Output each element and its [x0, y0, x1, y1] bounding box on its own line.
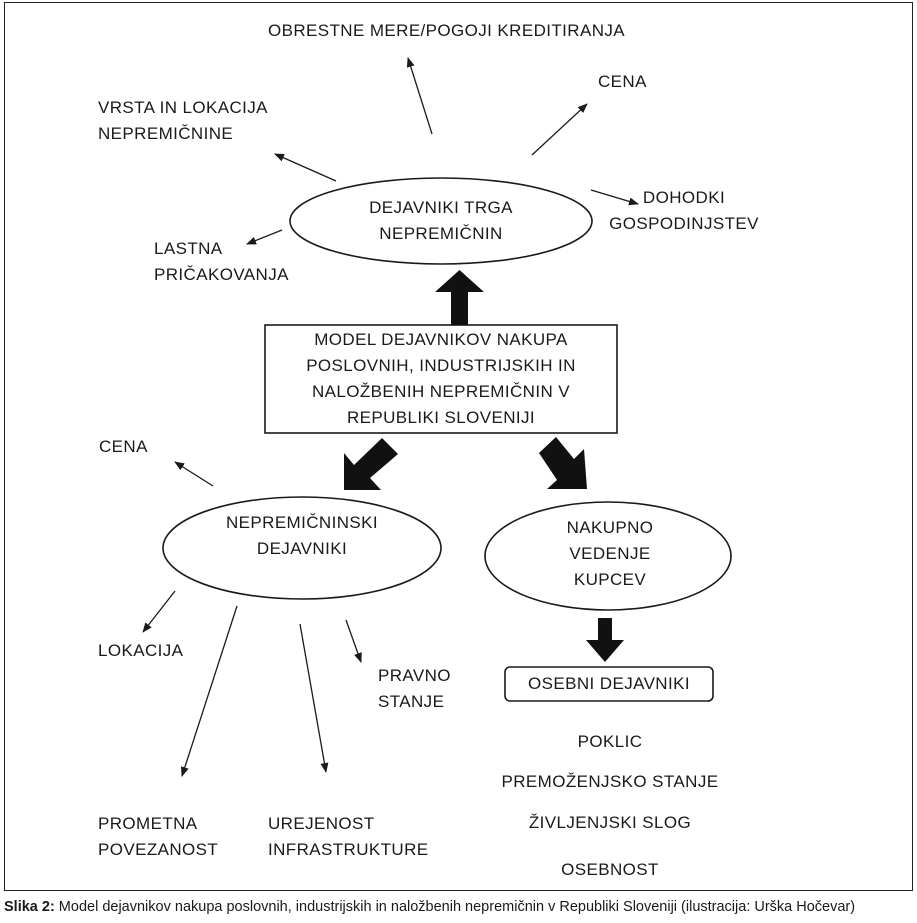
location-label: LOKACIJA: [98, 641, 184, 660]
wealth-label: PREMOŽENJSKO STANJE: [501, 772, 719, 791]
arrow-to-interest: [406, 57, 433, 135]
down-left-block-arrow: [344, 438, 398, 490]
up-block-arrow: [435, 270, 484, 325]
market-factors-ellipse: [289, 177, 593, 265]
arrow-to-location: [142, 590, 176, 633]
infrastructure-label: UREJENOST INFRASTRUKTURE: [268, 811, 429, 863]
down-personal-block-arrow: [586, 618, 624, 662]
infrastructure-line-1: UREJENOST: [268, 814, 375, 833]
buying-behaviour-ellipse: [484, 501, 732, 611]
arrow-to-own-expectations: [246, 229, 283, 245]
own-expectations-label: LASTNA PRIČAKOVANJA: [154, 236, 289, 288]
own-expectations-line-2: PRIČAKOVANJA: [154, 265, 289, 284]
arrow-to-infrastructure: [299, 623, 329, 773]
lifestyle-label: ŽIVLJENJSKI SLOG: [528, 813, 692, 832]
household-income-line-1: DOHODKI: [642, 188, 726, 207]
figure-frame: [4, 2, 913, 891]
figure-caption: Slika 2: Model dejavnikov nakupa poslovn…: [4, 899, 855, 915]
property-factors-ellipse: [162, 496, 442, 600]
own-expectations-line-1: LASTNA: [154, 239, 223, 258]
diagram-canvas: [142, 57, 732, 777]
arrow-to-legal: [345, 619, 362, 663]
arrow-to-property-type: [274, 153, 337, 182]
buying-behaviour-line-2: VEDENJE: [569, 544, 651, 563]
arrow-to-price-left: [174, 461, 214, 487]
property-type-label: VRSTA IN LOKACIJA NEPREMIČNINE: [98, 95, 268, 147]
caption-prefix: Slika 2:: [4, 899, 55, 915]
personal-factors-box: [504, 666, 714, 702]
property-factors-line-1: NEPREMIČNINSKI: [225, 513, 378, 532]
legal-status-line-2: STANJE: [378, 692, 445, 711]
property-type-line-2: NEPREMIČNINE: [98, 124, 234, 143]
arrow-to-price-top: [531, 103, 588, 156]
legal-status-line-1: PRAVNO: [378, 666, 451, 685]
model-box-line-1: MODEL DEJAVNIKOV NAKUPA: [314, 330, 568, 349]
transport-line-2: POVEZANOST: [98, 840, 219, 859]
property-factors-label: NEPREMIČNINSKI DEJAVNIKI: [202, 510, 402, 562]
model-box-label: MODEL DEJAVNIKOV NAKUPA POSLOVNIH, INDUS…: [265, 327, 617, 431]
property-type-line-1: VRSTA IN LOKACIJA: [98, 98, 268, 117]
buying-behaviour-line-3: KUPCEV: [573, 570, 647, 589]
personality-label: OSEBNOST: [561, 860, 659, 879]
infrastructure-line-2: INFRASTRUKTURE: [268, 840, 429, 859]
market-factors-line-1: DEJAVNIKI TRGA: [369, 198, 513, 217]
arrow-to-household-income: [590, 189, 639, 206]
occupation-label: POKLIC: [577, 732, 643, 751]
household-income-label: DOHODKI GOSPODINJSTEV: [600, 185, 768, 237]
interest-rates-label: OBRESTNE MERE/POGOJI KREDITIRANJA: [268, 21, 626, 40]
legal-status-label: PRAVNO STANJE: [378, 663, 451, 715]
down-right-block-arrow: [539, 437, 587, 489]
price-top-label: CENA: [598, 72, 647, 91]
model-box-line-3: NALOŽBENIH NEPREMIČNIN V: [311, 382, 571, 401]
buying-behaviour-label: NAKUPNO VEDENJE KUPCEV: [520, 515, 700, 593]
transport-line-1: PROMETNA: [98, 814, 198, 833]
model-box: [264, 324, 618, 434]
property-factors-line-2: DEJAVNIKI: [256, 539, 348, 558]
transport-label: PROMETNA POVEZANOST: [98, 811, 218, 863]
model-box-line-4: REPUBLIKI SLOVENIJI: [346, 408, 536, 427]
market-factors-label: DEJAVNIKI TRGA NEPREMIČNIN: [341, 195, 541, 247]
personal-factors-label: OSEBNI DEJAVNIKI: [528, 674, 690, 693]
model-box-line-2: POSLOVNIH, INDUSTRIJSKIH IN: [306, 356, 576, 375]
caption-text: Model dejavnikov nakupa poslovnih, indus…: [54, 899, 856, 915]
price-left-label: CENA: [99, 437, 148, 456]
arrow-to-transport: [180, 605, 238, 777]
buying-behaviour-line-1: NAKUPNO: [566, 518, 654, 537]
household-income-line-2: GOSPODINJSTEV: [609, 214, 759, 233]
market-factors-line-2: NEPREMIČNIN: [379, 224, 503, 243]
